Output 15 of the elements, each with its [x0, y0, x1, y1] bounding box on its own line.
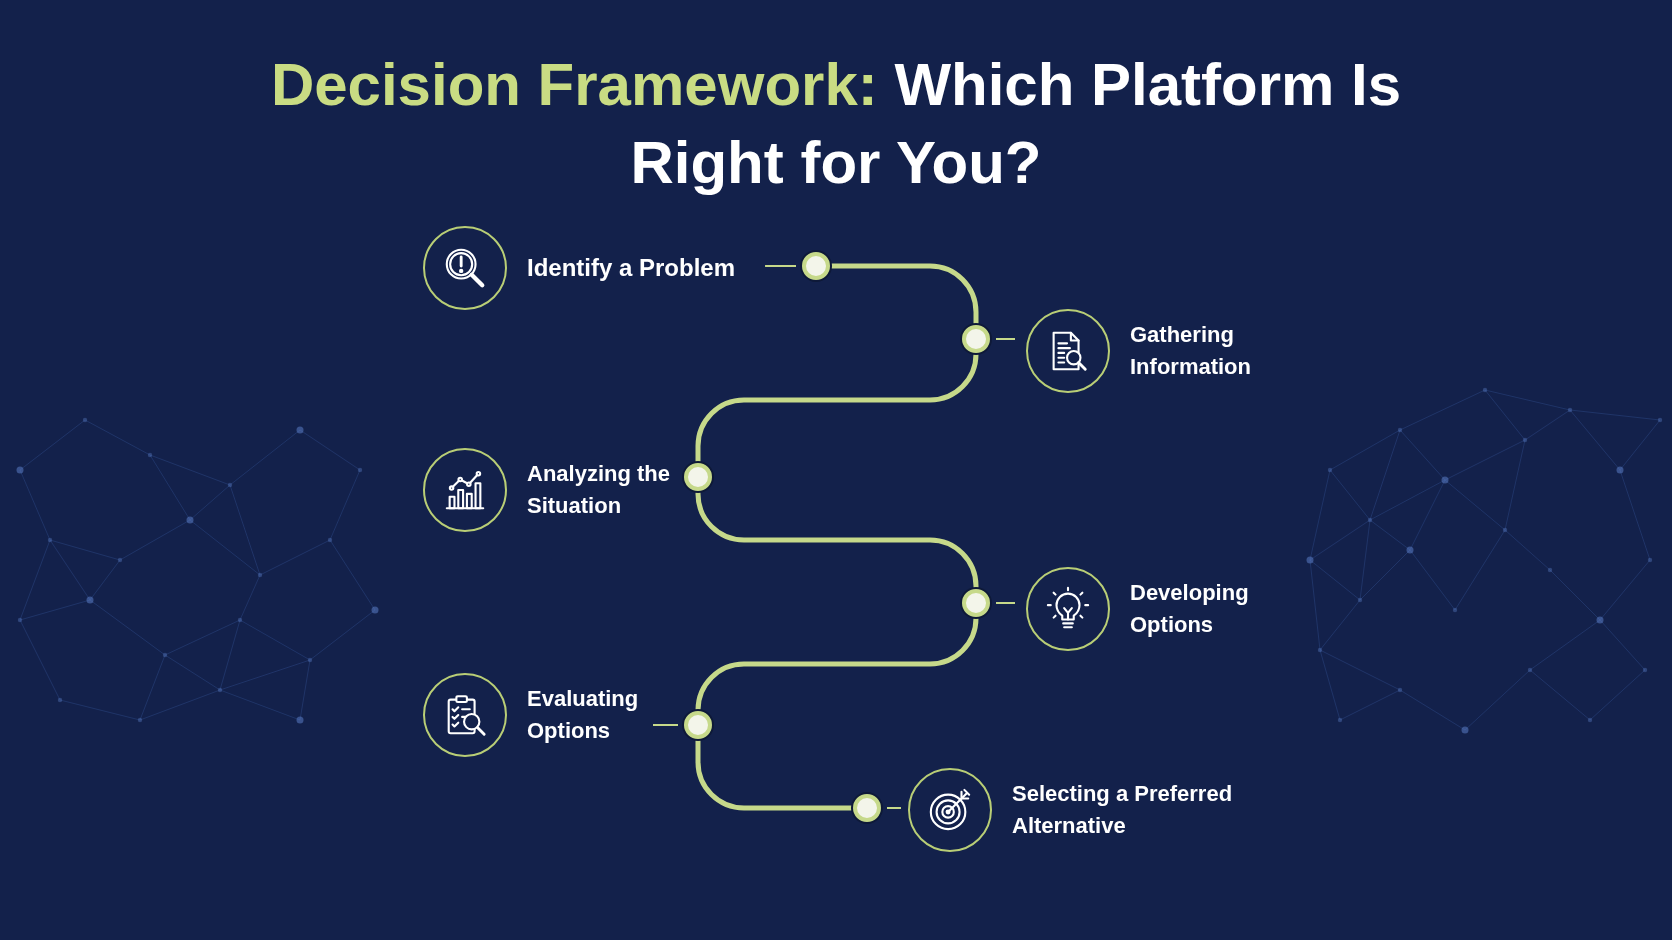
timeline-path — [830, 263, 979, 325]
short-line — [652, 724, 679, 726]
short-line — [995, 338, 1016, 340]
step-label: Gathering Information — [1130, 321, 1252, 381]
short-line — [995, 602, 1016, 604]
step-label: Identify a Problem — [527, 253, 736, 283]
short-line — [764, 265, 797, 267]
title: Decision Framework: Which Platform Is Right for You? — [269, 50, 1403, 198]
timeline-path — [695, 739, 853, 811]
step-label: Selecting a Preferred Alternative — [1012, 780, 1234, 840]
step-label: Analyzing the Situation — [527, 460, 671, 520]
short-line — [886, 807, 902, 809]
step-label: Evaluating Options — [527, 685, 640, 745]
step-label: Developing Options — [1130, 579, 1250, 639]
timeline-path — [695, 490, 979, 590]
